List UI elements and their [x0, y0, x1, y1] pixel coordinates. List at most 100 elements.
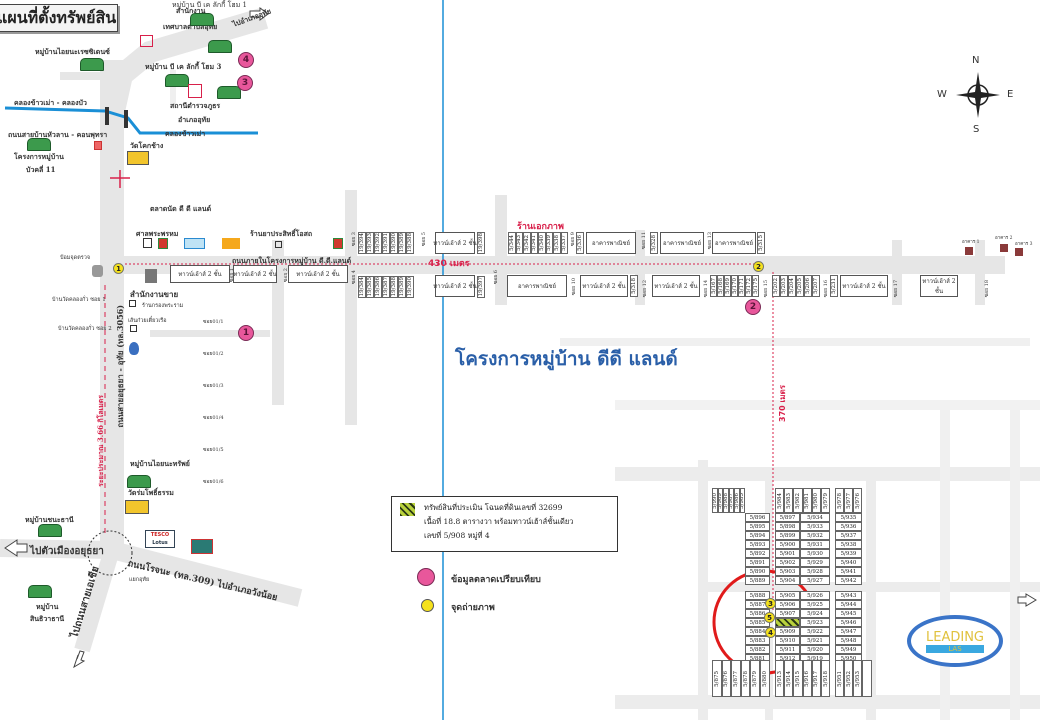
- parcel-number: 5/922: [807, 628, 823, 635]
- parcel: 5/170: [731, 275, 738, 297]
- market-data-marker-3[interactable]: 3: [237, 75, 253, 91]
- parcel: 5/904: [775, 576, 800, 585]
- parcel-number: 5/923: [807, 619, 823, 626]
- parcel-number: 19/385: [367, 277, 373, 297]
- parcel: 5/977: [844, 488, 853, 513]
- photo-point-3[interactable]: 3: [765, 598, 776, 609]
- parcel: 5/943: [835, 591, 862, 600]
- parcel-number: 5/931: [807, 541, 823, 548]
- parcel: 5/918: [821, 660, 831, 697]
- map-title: แผนที่ตั้งทรัพย์สิน: [0, 4, 118, 32]
- parcel-number: 5/171: [738, 278, 745, 294]
- parcel-number: 5/933: [807, 523, 823, 530]
- parcel: 5/905: [775, 591, 800, 600]
- tesco-label: TESCO: [150, 532, 170, 538]
- photo-point-2[interactable]: 2: [753, 261, 764, 272]
- parcel-number: 5/950: [840, 655, 857, 662]
- parcel-number: 5/168: [717, 278, 724, 294]
- bua-khli-label: โครงการหมู่บ้าน: [14, 152, 64, 161]
- parcel-number: 5/900: [779, 541, 796, 548]
- parcel: 5/896: [745, 513, 770, 522]
- distance-370-label: 370 เมตร: [778, 385, 787, 422]
- parcel: 5/983: [784, 488, 794, 513]
- parcel: 5/203: [780, 275, 788, 297]
- parcel-number: 5/977: [845, 492, 852, 509]
- police-icon: [188, 84, 202, 98]
- parcel-number: 5/903: [779, 568, 796, 575]
- parcel-number: 5/946: [840, 619, 857, 626]
- parcel: 5/946: [835, 618, 862, 627]
- parcel: 5/923: [800, 618, 830, 627]
- project-title: โครงการหมู่บ้าน ดีดี แลนด์: [455, 348, 678, 370]
- market-data-marker-2[interactable]: 2: [745, 299, 761, 315]
- parcel-number: 5/882: [749, 646, 766, 653]
- parcel-number: 5/886: [749, 610, 766, 617]
- noodle-shop-label: เส้นก๋วยเตี๋ยวเรือ: [128, 318, 167, 324]
- parcel-number: 5/169: [724, 278, 731, 294]
- photo-point-1[interactable]: 1: [113, 263, 124, 274]
- parcel-number: 5/917: [813, 670, 820, 687]
- parcel: 5/976: [853, 488, 862, 513]
- bldg-2-label: อาคาร 2: [995, 236, 1013, 241]
- parcel-number: 5/983: [785, 492, 792, 509]
- parcel: 5/901: [775, 549, 800, 558]
- village-icon: [165, 74, 189, 87]
- soi-label: ซอย 4: [351, 270, 357, 285]
- parcel-number: 5/877: [732, 670, 739, 687]
- photo-point-4[interactable]: 4: [765, 627, 776, 638]
- parcel: 5/339: [545, 232, 553, 254]
- parcel: 5/942: [835, 576, 862, 585]
- parcel: 5/231: [830, 275, 838, 297]
- parcel: 5/337: [560, 232, 568, 254]
- parcel: 5/944: [835, 600, 862, 609]
- sinthiwa-label: หมู่บ้าน: [36, 602, 59, 611]
- soi-label: ซอย 2: [283, 268, 289, 283]
- parcel-number: 19/397: [478, 277, 484, 297]
- parcel-number: 5/342: [523, 235, 530, 251]
- townhouse-block: ทาวน์เฮ้าส์ 2 ชั้น: [288, 265, 348, 283]
- shop-icon: [129, 300, 136, 307]
- sales-office-label: สำนักงานขาย: [130, 289, 179, 299]
- parcel-number: 19/386: [375, 277, 381, 297]
- parcel-number: 5/318: [631, 278, 637, 294]
- wat-romsai-label: วัดร่มโพธิ์ธรรม: [128, 488, 174, 497]
- uthai-junction-label: แยกอุทัย: [129, 577, 150, 583]
- townhouse-block: ทาวน์เฮ้าส์ 2 ชั้น: [920, 275, 958, 297]
- parcel-number: 5/915: [794, 670, 801, 687]
- village-icon: [80, 58, 104, 71]
- parcel-number: 5/341: [531, 235, 538, 251]
- market-data-marker-4[interactable]: 4: [238, 52, 254, 68]
- checkpoint-label: ป้อมจุดตรวจ: [60, 255, 91, 261]
- parcel-number: 5/984: [776, 492, 783, 509]
- parcel-number: 19/384: [359, 277, 365, 297]
- parcel-number: 5/901: [779, 550, 796, 557]
- parcel: [862, 660, 872, 697]
- parcel-number: 19/390: [391, 233, 397, 253]
- parcel-number: 5/883: [749, 637, 766, 644]
- ekkaphap-shop-label: ร้านเอกภาพ: [517, 222, 564, 232]
- parcel-number: 5/942: [840, 577, 857, 584]
- parcel-number: 5/202: [773, 278, 779, 294]
- parcel-number: 5/897: [779, 514, 796, 521]
- sub-soi-label: ซอย01/6: [203, 479, 224, 485]
- parcel-number: 5/889: [749, 577, 766, 584]
- parcel-number: 5/934: [807, 514, 823, 521]
- parcel-number: 5/926: [807, 592, 823, 599]
- compass-rose: [950, 62, 1006, 118]
- photo-point-5[interactable]: 5: [764, 612, 775, 623]
- market-data-marker-1[interactable]: 1: [238, 325, 254, 341]
- logo-sub: LAS: [926, 644, 984, 653]
- parcel: 19/398: [477, 232, 485, 254]
- parcel-number: 19/389: [399, 233, 405, 253]
- legend-market-data: ข้อมูลตลาดเปรียบเทียบ: [451, 575, 541, 585]
- parcel: 5/917: [811, 660, 821, 697]
- parcel-number: 5/907: [779, 610, 796, 617]
- parcel-number: 5/170: [731, 278, 738, 294]
- compass-icon: [956, 72, 1000, 118]
- parcel: 5/883: [745, 636, 770, 645]
- parcel: 5/890: [745, 567, 770, 576]
- commercial-block: อาคารพาณิชย์: [586, 232, 636, 254]
- parcel-number: 5/928: [807, 568, 823, 575]
- soi-label: ซอย 16: [823, 280, 829, 298]
- parcel: 5/988: [723, 488, 729, 513]
